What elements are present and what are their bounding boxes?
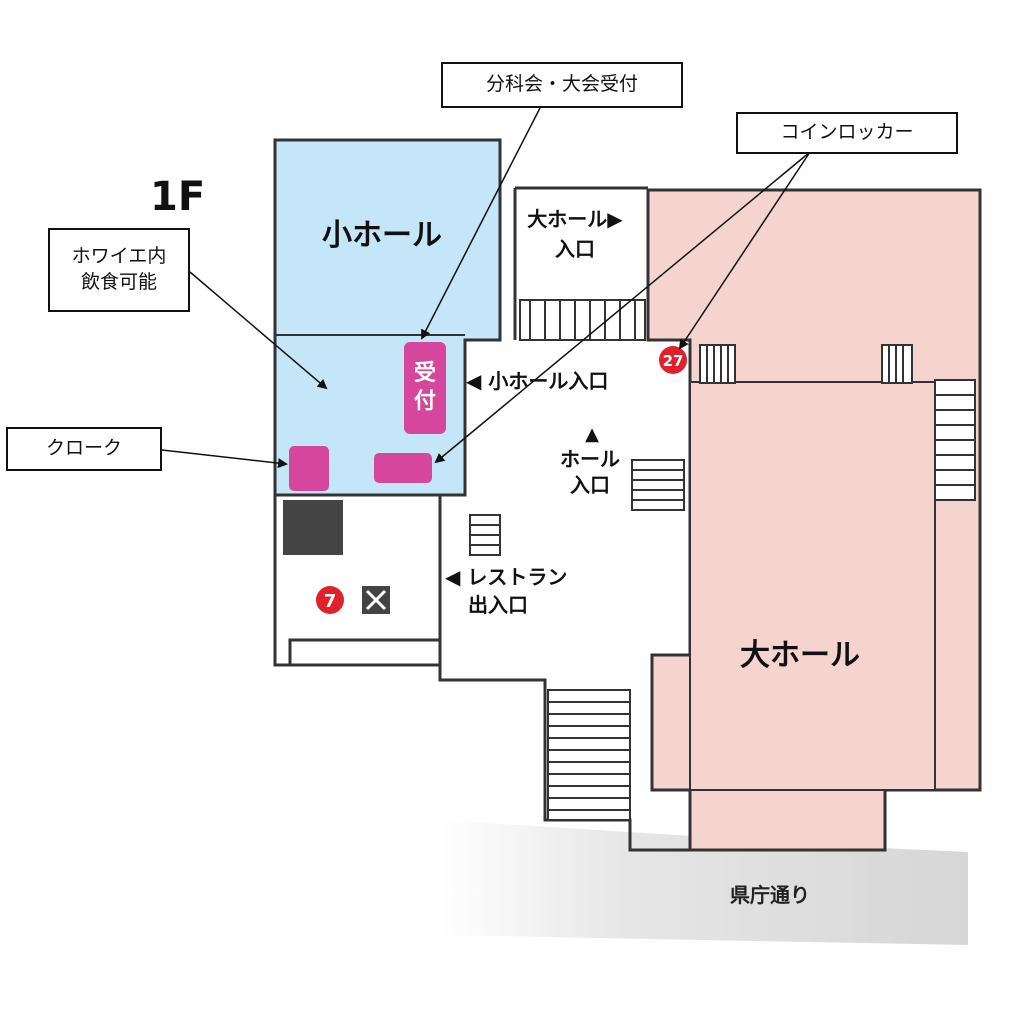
- reception-callout: 分科会・大会受付: [441, 62, 683, 108]
- reception-desk-label-1: 受: [414, 360, 436, 386]
- hall-entrance-label-2: 入口: [570, 473, 610, 497]
- hall-entrance-arrow: ▲: [585, 424, 599, 445]
- restaurant-icon: [362, 586, 390, 614]
- restaurant-marker: [316, 586, 344, 614]
- reception-callout-text: 分科会・大会受付: [485, 73, 638, 96]
- foyer-callout-line1: ホワイエ内: [71, 245, 167, 268]
- small-hall-label: 小ホール: [322, 218, 442, 253]
- restaurant-entrance-label-1: ◀ レストラン: [445, 565, 567, 589]
- locker-marker: [659, 346, 687, 374]
- large-hall-area: [646, 188, 982, 852]
- small-hall-area: [273, 138, 502, 497]
- floor-label: 1F: [150, 174, 205, 220]
- stairs: [469, 299, 976, 821]
- foyer-callout-line2: 飲食可能: [80, 271, 157, 293]
- foyer-callout: ホワイエ内 飲食可能: [48, 228, 190, 312]
- coin-locker-callout: コインロッカー: [736, 112, 958, 154]
- coin-locker-box[interactable]: [374, 453, 432, 483]
- large-hall-entrance-label-2: 入口: [555, 237, 595, 261]
- cloak-desk[interactable]: [289, 446, 329, 491]
- small-hall-entrance-label: ◀ 小ホール入口: [466, 369, 608, 393]
- cloak-callout-text: クローク: [45, 437, 122, 460]
- reception-desk-label-2: 付: [414, 389, 436, 414]
- restaurant-marker-number: 7: [324, 591, 337, 612]
- circulation-walls: [290, 186, 690, 852]
- reception-desk[interactable]: 受 付: [404, 342, 446, 434]
- cloak-callout: クローク: [6, 427, 162, 471]
- coin-locker-callout-text: コインロッカー: [780, 121, 914, 144]
- service-block: [273, 493, 442, 667]
- locker-marker-number: 27: [663, 352, 684, 370]
- restaurant-entrance-label-2: 出入口: [468, 593, 528, 617]
- large-hall-label: 大ホール: [740, 638, 860, 673]
- hall-entrance-label-1: ホール: [560, 447, 620, 471]
- street-label: 県庁通り: [730, 883, 810, 907]
- large-hall-entrance-label-1: 大ホール▶: [527, 207, 623, 231]
- callout-leaders: [161, 107, 811, 469]
